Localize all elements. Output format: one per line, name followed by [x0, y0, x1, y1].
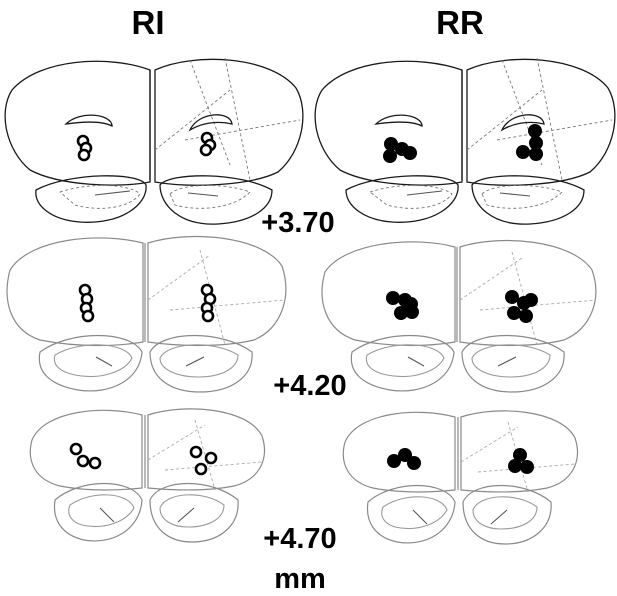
markers-layer — [69, 124, 543, 476]
rr-marker-filled-circle — [529, 136, 543, 150]
level-label-2: +4.20 — [273, 370, 346, 402]
ri-marker-open-ring — [88, 456, 102, 470]
unit-label: mm — [274, 563, 326, 595]
rr-marker-filled-circle — [529, 147, 543, 161]
ri-marker-open-ring — [77, 148, 91, 162]
rr-marker-filled-circle — [407, 456, 421, 470]
section-rr-level-1 — [314, 57, 616, 225]
rr-marker-filled-circle — [508, 459, 522, 473]
ri-marker-open-ring — [189, 445, 203, 459]
section-rr-level-3 — [342, 410, 579, 545]
level-label-1: +3.70 — [261, 207, 334, 239]
column-title-rr: RR — [436, 4, 484, 41]
rr-marker-filled-circle — [386, 291, 400, 305]
section-rr-level-2 — [321, 239, 597, 393]
rr-marker-filled-circle — [519, 309, 533, 323]
level-label-3: +4.70 — [263, 523, 336, 555]
rr-marker-filled-circle — [383, 149, 397, 163]
ri-marker-open-ring — [194, 462, 208, 476]
rr-marker-filled-circle — [394, 306, 408, 320]
rr-marker-filled-circle — [528, 124, 542, 138]
ri-marker-open-ring — [199, 143, 213, 157]
section-ri-level-2 — [6, 235, 287, 393]
rr-marker-filled-circle — [398, 448, 412, 462]
rr-marker-filled-circle — [524, 293, 538, 307]
rr-marker-filled-circle — [516, 145, 530, 159]
rr-marker-filled-circle — [513, 448, 527, 462]
rr-marker-filled-circle — [387, 454, 401, 468]
ri-marker-open-ring — [69, 442, 83, 456]
ri-marker-open-ring — [204, 451, 218, 465]
ri-marker-open-ring — [81, 309, 95, 323]
rr-marker-filled-circle — [505, 290, 519, 304]
section-ri-level-3 — [29, 408, 266, 543]
rr-marker-filled-circle — [403, 146, 417, 160]
rr-marker-filled-circle — [520, 460, 534, 474]
column-title-ri: RI — [132, 4, 165, 41]
rr-marker-filled-circle — [507, 306, 521, 320]
rr-marker-filled-circle — [405, 305, 419, 319]
ri-marker-open-ring — [201, 309, 215, 323]
section-ri-level-1 — [4, 57, 304, 225]
ri-marker-open-ring — [76, 454, 90, 468]
rr-marker-filled-circle — [384, 137, 398, 151]
